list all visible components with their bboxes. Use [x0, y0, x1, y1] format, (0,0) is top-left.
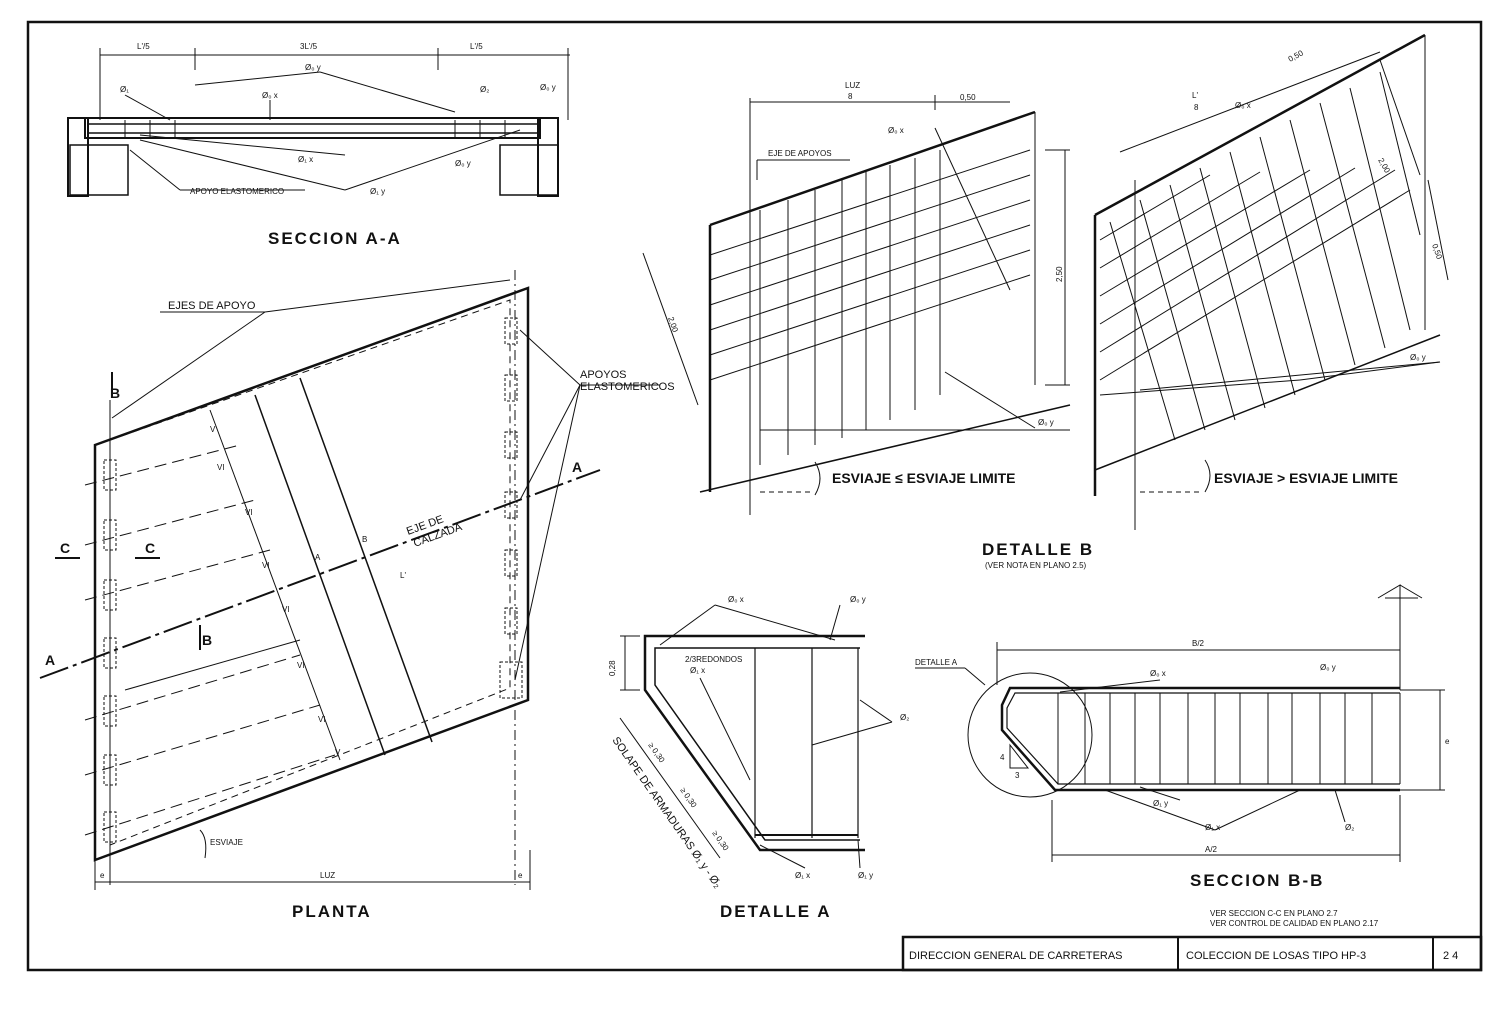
planta-letter-a-left: A [45, 652, 55, 668]
deta-bottom-phi1x: Ø₁ x [795, 871, 810, 880]
note-seccion-cc: VER SECCION C-C EN PLANO 2.7 [1210, 909, 1338, 918]
aa-label-phi1: Ø₁ [120, 85, 129, 94]
aa-label-phi0y-top: Ø₀ y [305, 63, 321, 72]
detb-right-050b: 0,50 [1430, 243, 1444, 261]
planta-inner-l: L' [400, 571, 406, 580]
title-block [901, 935, 1483, 972]
planta-apoyos-label-1: APOYOS [580, 369, 626, 381]
detb-d200: 2,00 [666, 316, 680, 334]
bb-b2: B/2 [1192, 639, 1205, 648]
aa-label-phi0y-right: Ø₀ y [540, 83, 556, 92]
note-control-calidad: VER CONTROL DE CALIDAD EN PLANO 2.17 [1210, 919, 1379, 928]
titleblock-org: DIRECCION GENERAL DE CARRETERAS [909, 950, 1123, 962]
planta-letter-b-top: B [110, 385, 120, 401]
dim-l5-right: L'/5 [470, 42, 483, 51]
deta-redondos: 2/3REDONDOS [685, 655, 742, 664]
detb-right-luz-den: 8 [1194, 103, 1199, 112]
planta-strip-vi-2: VI [245, 508, 253, 517]
detb-left-label: ESVIAJE ≤ ESVIAJE LIMITE [832, 470, 1016, 486]
titleblock-coleccion: COLECCION DE LOSAS TIPO HP-3 [1186, 950, 1366, 962]
detb-phi0y: Ø₀ y [1038, 418, 1054, 427]
planta-luz: LUZ [320, 871, 335, 880]
detalle-b-left-drawing [642, 95, 1071, 515]
planta-strip-vi-1: VI [217, 463, 225, 472]
detb-right-luz-num: L' [1192, 91, 1198, 100]
bb-label-phi0x: Ø₀ x [1150, 669, 1166, 678]
bb-a2: A/2 [1205, 845, 1218, 854]
planta-letter-a-right: A [572, 459, 582, 475]
detb-right-label: ESVIAJE > ESVIAJE LIMITE [1214, 470, 1398, 486]
planta-letter-b-bottom: B [202, 632, 212, 648]
title-seccion-aa: SECCION A-A [268, 229, 402, 248]
planta-strip-vi-6: VI [318, 715, 326, 724]
title-planta: PLANTA [292, 902, 372, 921]
bb-slope-3: 3 [1015, 771, 1020, 780]
planta-esviaje: ESVIAJE [210, 838, 243, 847]
deta-dim-1: ≥ 0,30 [646, 741, 666, 765]
deta-phi2: Ø₂ [900, 713, 909, 722]
bb-slope-4: 4 [1000, 753, 1005, 762]
detb-right-200: 2,00 [1376, 157, 1392, 175]
detb-phi0x: Ø₀ x [888, 126, 904, 135]
deta-phi1x: Ø₁ x [690, 666, 705, 675]
detb-note: (VER NOTA EN PLANO 2.5) [985, 561, 1087, 570]
aa-label-phi1y: Ø₁ y [370, 187, 385, 196]
deta-dim-2: ≥ 0,30 [678, 786, 698, 810]
title-seccion-bb: SECCION B-B [1190, 871, 1324, 890]
detalle-a-drawing [619, 604, 893, 869]
planta-inner-b: B [362, 535, 367, 544]
deta-top-phi0y: Ø₀ y [850, 595, 866, 604]
section-aa-drawing [67, 48, 570, 197]
bb-label-phi2: Ø₂ [1345, 823, 1354, 832]
planta-letter-c-left: C [60, 540, 70, 556]
aa-apoyo-label: APOYO ELASTOMERICO [190, 187, 284, 196]
detb-luz-num: LUZ [845, 81, 860, 90]
planta-letter-c-right: C [145, 540, 155, 556]
planta-strip-v-bottom: V [335, 748, 341, 757]
deta-top-phi0x: Ø₀ x [728, 595, 744, 604]
detb-d050: 0,50 [960, 93, 976, 102]
bb-label-phi1y: Ø₁ y [1153, 799, 1168, 808]
planta-drawing [39, 270, 660, 890]
bb-e: e [1445, 737, 1450, 746]
dim-3l5: 3L'/5 [300, 42, 318, 51]
planta-ejes-label: EJES DE APOYO [168, 300, 256, 312]
deta-bottom-phi1y: Ø₁ y [858, 871, 873, 880]
planta-e-left: e [100, 871, 105, 880]
planta-apoyos-label-2: ELASTOMERICOS [580, 381, 675, 393]
aa-label-phi0x: Ø₀ x [262, 91, 278, 100]
planta-strip-v-top: V [210, 425, 216, 434]
detb-right-phi0x: Ø₀ x [1235, 101, 1251, 110]
seccion-bb-drawing [915, 584, 1445, 862]
planta-strip-vi-4: VI [282, 605, 290, 614]
detb-eje-apoyos: EJE DE APOYOS [768, 149, 832, 158]
planta-strip-vi-3: VI [262, 561, 270, 570]
bb-label-phi0y: Ø₀ y [1320, 663, 1336, 672]
bb-label-phi1x: Ø₁ x [1205, 823, 1220, 832]
detb-luz-den: 8 [848, 92, 853, 101]
bb-detalle-a: DETALLE A [915, 658, 958, 667]
detalle-b-right-drawing [1093, 33, 1449, 530]
detb-d250: 2,50 [1055, 266, 1064, 282]
title-detalle-b: DETALLE B [982, 540, 1094, 559]
deta-d028: 0,28 [608, 660, 617, 676]
aa-label-phi2: Ø₂ [480, 85, 489, 94]
aa-label-phi0y-bottom: Ø₀ y [455, 159, 471, 168]
sheet-border [26, 20, 1483, 972]
aa-label-phi1x: Ø₁ x [298, 155, 313, 164]
dim-l5-left: L'/5 [137, 42, 150, 51]
detb-right-phi0y: Ø₀ y [1410, 353, 1426, 362]
detb-right-050a: 0,50 [1287, 48, 1305, 64]
planta-inner-a: A [315, 553, 321, 562]
planta-e-right: e [518, 871, 523, 880]
title-detalle-a: DETALLE A [720, 902, 832, 921]
planta-strip-vi-5: VI [297, 661, 305, 670]
titleblock-num: 2 4 [1443, 950, 1458, 962]
